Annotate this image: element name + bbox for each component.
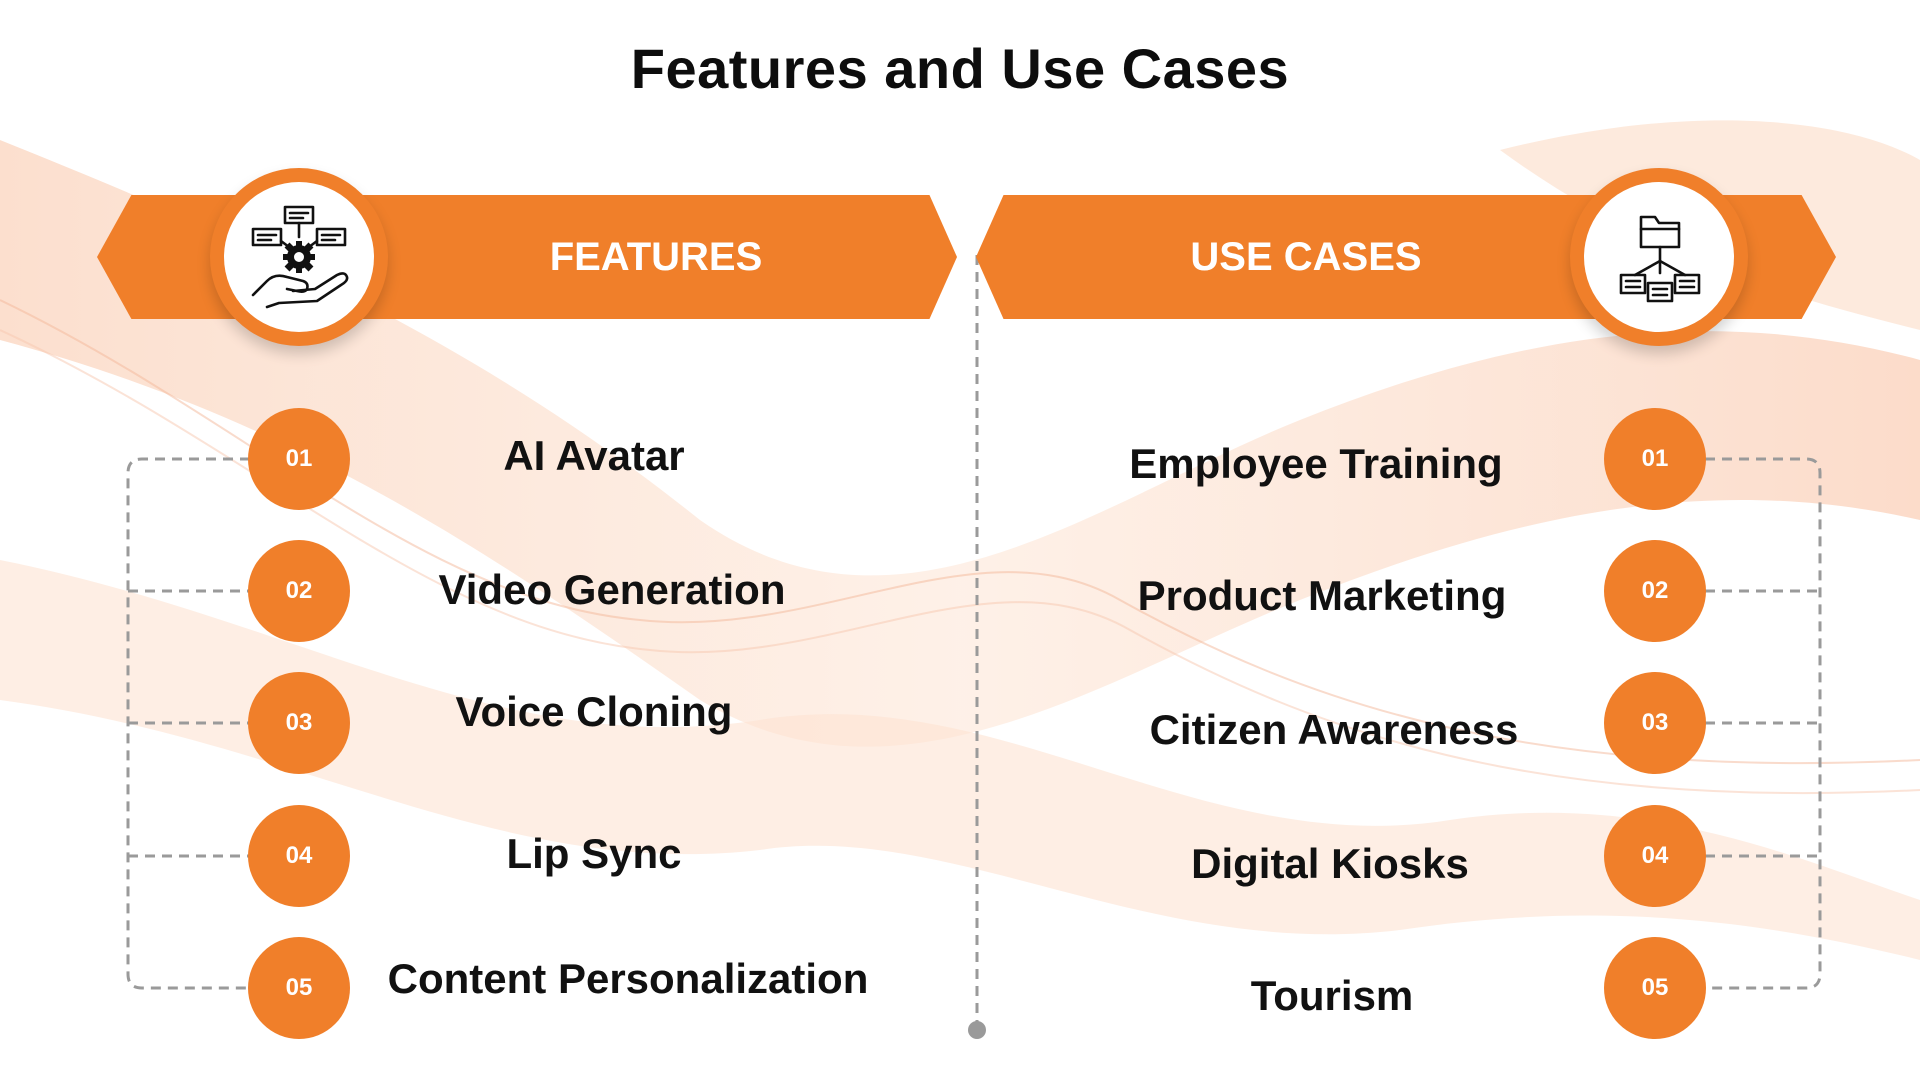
use-case-product-marketing: Product Marketing (1137, 572, 1507, 619)
use-case-tourism: Tourism (1250, 972, 1414, 1019)
features-icon-badge (210, 168, 388, 346)
features-heading: FEATURES (549, 235, 763, 279)
use-case-digital-kiosks: Digital Kiosks (1191, 840, 1469, 887)
page-title: Features and Use Cases (630, 37, 1290, 100)
feature-video-generation: Video Generation (438, 566, 786, 613)
feature-lip-sync: Lip Sync (506, 830, 682, 877)
use-cases-number-01: 01 (1604, 408, 1706, 510)
use-cases-number-03: 03 (1604, 672, 1706, 774)
use-cases-icon-badge (1570, 168, 1748, 346)
feature-voice-cloning: Voice Cloning (455, 688, 733, 735)
use-case-employee-training: Employee Training (1129, 440, 1503, 487)
use-cases-number-02: 02 (1604, 540, 1706, 642)
features-number-04: 04 (248, 805, 350, 907)
features-number-01: 01 (248, 408, 350, 510)
features-number-03: 03 (248, 672, 350, 774)
use-cases-heading: USE CASES (1190, 235, 1422, 279)
hand-gear-network-icon (251, 205, 349, 309)
use-cases-number-05: 05 (1604, 937, 1706, 1039)
use-cases-number-04: 04 (1604, 805, 1706, 907)
folder-hierarchy-icon (1619, 215, 1701, 303)
features-number-02: 02 (248, 540, 350, 642)
use-case-citizen-awareness: Citizen Awareness (1149, 706, 1519, 753)
features-number-05: 05 (248, 937, 350, 1039)
divider-end-dot (968, 1021, 986, 1039)
feature-ai-avatar: AI Avatar (503, 432, 685, 479)
right-bracket (1705, 457, 1822, 990)
feature-content-personalization: Content Personalization (387, 955, 869, 1002)
